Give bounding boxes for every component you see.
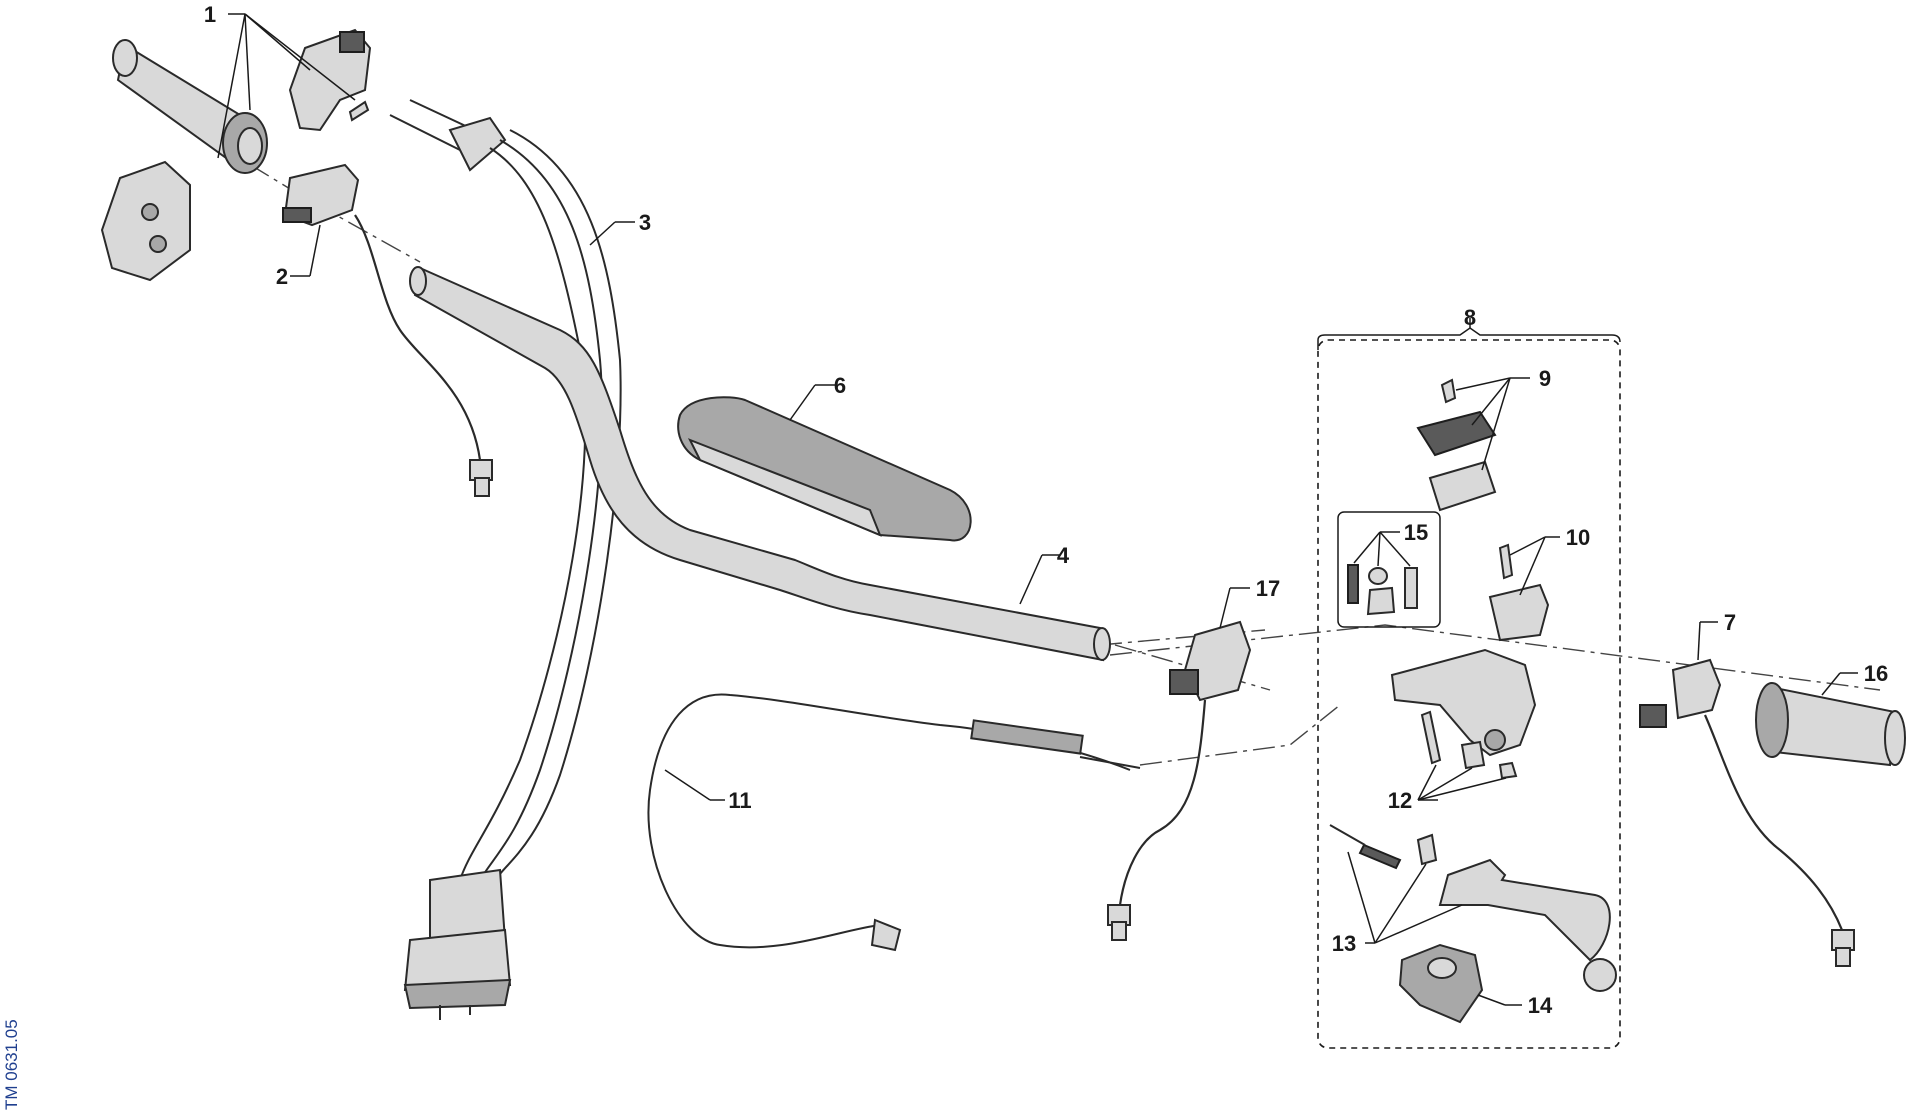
callout-12: 12 <box>1388 788 1412 813</box>
throttle-housing-lower <box>100 160 191 282</box>
leader-lines <box>217 13 1858 1006</box>
master-cylinder-clamp <box>1488 543 1550 642</box>
callout-2: 2 <box>276 264 288 289</box>
callout-3: 3 <box>639 210 651 235</box>
handlebar <box>409 266 1111 662</box>
throttle-grip <box>112 39 268 174</box>
right-grip <box>1755 682 1906 767</box>
handlebar-pad <box>677 396 972 542</box>
callout-6: 6 <box>834 373 846 398</box>
callout-8: 8 <box>1464 305 1476 330</box>
repair-kit-parts <box>1347 564 1418 616</box>
throttle-cables <box>389 99 622 1020</box>
right-switch <box>1107 620 1252 941</box>
axis-line-right-lower <box>1099 629 1266 646</box>
callout-10: 10 <box>1566 525 1590 550</box>
callout-16: 16 <box>1864 661 1888 686</box>
pivot-hardware <box>1420 710 1518 780</box>
callout-13: 13 <box>1332 931 1356 956</box>
callout-9: 9 <box>1539 366 1551 391</box>
callout-4: 4 <box>1057 543 1070 568</box>
group-15-inset <box>1337 511 1441 628</box>
callout-1: 1 <box>204 2 216 27</box>
reservoir-cap <box>1416 378 1497 512</box>
callout-14: 14 <box>1528 993 1553 1018</box>
housing-screw <box>348 100 370 122</box>
axis-line-lower <box>1139 704 1341 766</box>
master-cylinder-body <box>1390 648 1537 757</box>
clutch-cable <box>647 693 1141 952</box>
lever-guard <box>1398 943 1484 1024</box>
callout-11: 11 <box>728 788 751 813</box>
group-8-box <box>1317 339 1621 1049</box>
callout-7: 7 <box>1724 610 1736 635</box>
callout-15: 15 <box>1404 520 1428 545</box>
kill-switch <box>1639 658 1855 967</box>
callout-17: 17 <box>1256 576 1280 601</box>
figure-code: TM 0631.05 <box>2 1019 21 1110</box>
left-switch <box>282 163 493 497</box>
clutch-lever <box>1329 824 1617 992</box>
